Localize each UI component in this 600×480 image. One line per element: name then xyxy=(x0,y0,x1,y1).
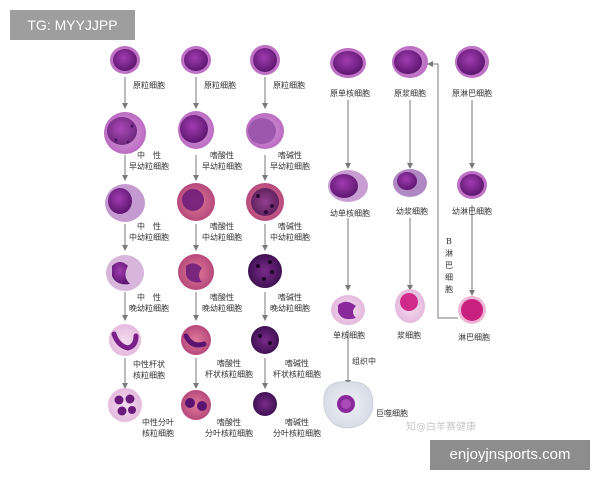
watermark-text: 知@白羊赛健康 xyxy=(406,422,476,433)
label-eosinophil-segmented: 嗜酸性 分叶核粒细胞 xyxy=(205,418,253,438)
label-basophil-metamyelocyte: 嗜碱性 晚幼粒细胞 xyxy=(270,293,310,313)
label-macrophage: 巨噬细胞 xyxy=(376,409,408,418)
cell-monocyte xyxy=(331,295,365,325)
cell-plasmacyte xyxy=(395,289,425,323)
cell-monoblast xyxy=(330,48,366,78)
label-myeloblast-1: 原粒细胞 xyxy=(133,81,165,90)
cell-eosinophil-promyelocyte xyxy=(178,111,214,149)
label-basophil-segmented: 嗜碱性 分叶核粒细胞 xyxy=(273,418,321,438)
cell-myeloblast-2 xyxy=(181,46,211,74)
label-lymphocyte: 淋巴细胞 xyxy=(458,333,490,342)
label-neutrophil-promyelocyte: 中 性 早幼粒细胞 xyxy=(129,151,169,171)
cell-proplasmacyte xyxy=(393,169,427,197)
label-prolymphocyte: 幼淋巴细胞 xyxy=(452,207,492,216)
label-eosinophil-band: 嗜酸性 杆状核粒细胞 xyxy=(205,359,253,379)
cell-myeloblast-1 xyxy=(110,46,140,74)
arrow-b-lymphocyte-to-plasma xyxy=(427,61,458,319)
cell-neutrophil-promyelocyte xyxy=(104,112,146,154)
cell-neutrophil-myelocyte xyxy=(105,184,145,222)
label-lymphoblast: 原淋巴细胞 xyxy=(452,89,492,98)
cell-basophil-myelocyte xyxy=(246,183,284,221)
label-basophil-promyelocyte: 嗜碱性 早幼粒细胞 xyxy=(270,151,310,171)
label-neutrophil-band: 中性杆状 核粒细胞 xyxy=(133,360,165,380)
site-badge: enjoyjnsports.com xyxy=(430,440,590,470)
label-eosinophil-promyelocyte: 嗜酸性 早幼粒细胞 xyxy=(202,151,242,171)
cell-neutrophil-metamyelocyte xyxy=(106,255,144,291)
label-b-lymphocyte: B淋巴细胞 xyxy=(445,237,453,294)
label-eosinophil-metamyelocyte: 嗜酸性 晚幼粒细胞 xyxy=(202,293,242,313)
cell-basophil-promyelocyte xyxy=(246,113,284,149)
cell-eosinophil-band xyxy=(181,325,211,355)
cell-neutrophil-band xyxy=(109,324,141,356)
label-monocyte: 单核细胞 xyxy=(333,331,365,340)
cell-eosinophil-segmented xyxy=(181,390,211,420)
label-myeloblast-3: 原粒细胞 xyxy=(273,81,305,90)
label-myeloblast-2: 原粒细胞 xyxy=(204,81,236,90)
label-plasmablast: 原浆细胞 xyxy=(394,89,426,98)
label-in-tissue: 组织中 xyxy=(352,357,376,366)
label-neutrophil-segmented: 中性分叶 核粒细胞 xyxy=(142,418,174,438)
cell-lymphocyte xyxy=(458,296,486,324)
label-basophil-myelocyte: 嗜碱性 中幼粒细胞 xyxy=(270,222,310,242)
label-proplasmacyte: 幼浆细胞 xyxy=(396,207,428,216)
label-basophil-band: 嗜碱性 杆状核粒细胞 xyxy=(273,359,321,379)
cell-macrophage xyxy=(323,381,374,429)
cell-eosinophil-metamyelocyte xyxy=(178,254,214,290)
cell-neutrophil-segmented xyxy=(108,388,142,422)
label-monoblast: 原单核细胞 xyxy=(330,89,370,98)
cell-promonocyte xyxy=(328,170,368,202)
cell-lymphoblast xyxy=(455,46,489,78)
label-neutrophil-metamyelocyte: 中 性 晚幼粒细胞 xyxy=(129,293,169,313)
label-eosinophil-myelocyte: 嗜酸性 中幼粒细胞 xyxy=(202,222,242,242)
tag-badge: TG: MYYJJPP xyxy=(10,10,135,40)
label-promonocyte: 幼单核细胞 xyxy=(330,209,370,218)
cell-prolymphocyte xyxy=(457,171,487,199)
label-neutrophil-myelocyte: 中 性 中幼粒细胞 xyxy=(129,222,169,242)
cell-eosinophil-myelocyte xyxy=(177,183,215,221)
cell-plasmablast xyxy=(392,46,428,78)
cell-basophil-segmented xyxy=(253,392,277,416)
cell-basophil-band xyxy=(251,326,279,354)
cell-basophil-metamyelocyte xyxy=(248,254,282,288)
cell-myeloblast-3 xyxy=(250,45,280,75)
label-plasmacyte: 浆细胞 xyxy=(397,331,421,340)
